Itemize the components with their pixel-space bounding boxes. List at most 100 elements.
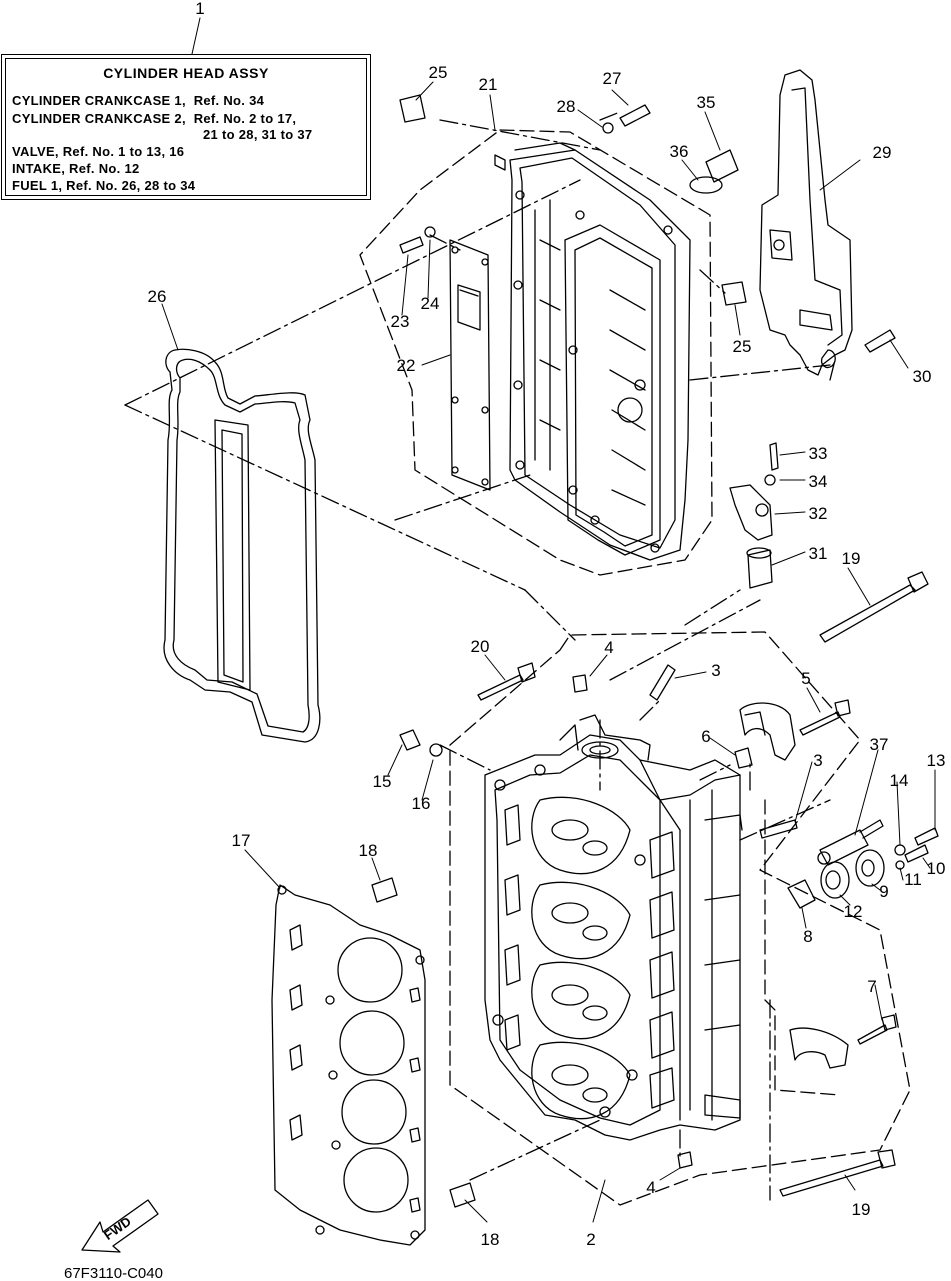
part-2-cylinder-head [484,714,743,1141]
callout-3-right: 3 [813,751,822,770]
callout-17: 17 [232,831,251,850]
callout-16: 16 [412,794,431,813]
part-8-sleeve [787,879,816,909]
callout-6: 6 [701,727,710,746]
head-group-outline [449,631,911,1206]
part-18-dowel-upper [371,877,398,903]
part-18-dowel-lower [449,1182,476,1208]
legend-line-2: CYLINDER CRANKCASE 2, Ref. No. 2 to 17, [12,111,297,126]
part-19-long-bolt-bottom [779,1149,896,1197]
part-23-bolt [399,236,424,254]
callout-28: 28 [557,97,576,116]
callout-33: 33 [809,444,828,463]
part-6-collar [734,747,753,769]
callout-22: 22 [397,356,416,375]
callout-18-top: 18 [359,841,378,860]
callout-5: 5 [801,669,810,688]
part-10-screw [904,844,929,863]
part-29-bracket [759,69,853,376]
fwd-arrow-icon [81,1199,159,1253]
part-3-pin-upper [649,664,676,701]
part-28-washer [602,122,614,134]
part-5-bolt [799,699,851,736]
callout-26: 26 [148,287,167,306]
callout-23: 23 [391,312,410,331]
part-35-plug [705,149,739,183]
part-15-bolt [399,729,421,751]
part-12-seal [820,861,850,899]
callout-29: 29 [873,143,892,162]
legend-line-1: CYLINDER CRANKCASE 1, Ref. No. 34 [12,93,265,108]
callout-3-top: 3 [711,661,720,680]
leader-lines [161,17,936,1223]
callout-4-top: 4 [604,638,613,657]
legend-line-4: VALVE, Ref. No. 1 to 13, 16 [12,144,185,159]
part-21-head-cover [494,142,691,561]
part-13-screw [914,827,939,846]
callout-25-top: 25 [429,63,448,82]
part-9-cap [855,849,885,887]
part-4-plug-upper [572,674,588,693]
callout-25-right: 25 [733,337,752,356]
callout-37: 37 [870,735,889,754]
side-group-outline [764,799,841,1096]
callout-10: 10 [927,859,946,878]
callout-21: 21 [479,75,498,94]
legend-line-6: FUEL 1, Ref. No. 26, 28 to 34 [12,178,196,193]
callout-numbers: 1 25 21 27 28 35 36 29 26 24 23 25 22 30… [148,0,946,1249]
part-37-sensor [817,819,884,866]
callout-35: 35 [697,93,716,112]
callout-1: 1 [195,0,204,18]
part-32-elbow [729,484,773,541]
callout-19-bottom: 19 [852,1200,871,1219]
callout-19-top: 19 [842,549,861,568]
alignment-lines [124,111,836,1201]
legend-line-5: INTAKE, Ref. No. 12 [12,161,140,176]
part-25-grommet-right [721,281,747,306]
upper-clamp [739,702,796,761]
callout-27: 27 [603,69,622,88]
part-4-plug-lower [677,1151,693,1169]
callout-36: 36 [670,142,689,161]
part-14-washer [894,844,906,856]
legend-line-3: 21 to 28, 31 to 37 [203,127,313,142]
callout-31: 31 [809,544,828,563]
callout-2: 2 [586,1230,595,1249]
lower-clamp [789,1027,849,1069]
part-17-head-gasket [271,884,426,1246]
legend-box: CYLINDER HEAD ASSY CYLINDER CRANKCASE 1,… [1,54,371,200]
legend-inner-border [5,58,367,196]
cover-group-outline [359,129,713,576]
part-34-washer [764,474,776,486]
callout-15: 15 [373,772,392,791]
callout-7: 7 [867,977,876,996]
part-33-screw [769,442,779,471]
callout-32: 32 [809,504,828,523]
part-22-plate [449,239,491,491]
callout-9: 9 [879,882,888,901]
part-20-bolt [477,662,536,701]
part-19-long-bolt-top [819,571,929,643]
part-36-o-ring [689,176,723,194]
callout-18-bottom: 18 [481,1230,500,1249]
part-25-grommet-top [399,94,426,123]
callout-14: 14 [890,771,909,790]
fwd-label: FWD [101,1214,134,1243]
part-7-bolt [857,1014,897,1045]
callout-8: 8 [803,927,812,946]
part-31-fitting [746,547,773,589]
callout-30: 30 [913,367,932,386]
callout-13: 13 [927,751,946,770]
part-3-pin-lower [759,819,798,839]
part-30-bolt [864,329,896,353]
part-24-washer [424,226,436,238]
drawing-code: 67F3110-C040 [64,1265,163,1281]
callout-34: 34 [809,472,828,491]
callout-12: 12 [844,902,863,921]
legend-title: CYLINDER HEAD ASSY [103,65,269,81]
callout-24: 24 [421,294,440,313]
callout-20: 20 [471,637,490,656]
part-27-bolt [619,104,651,127]
part-16-washer [429,743,443,757]
